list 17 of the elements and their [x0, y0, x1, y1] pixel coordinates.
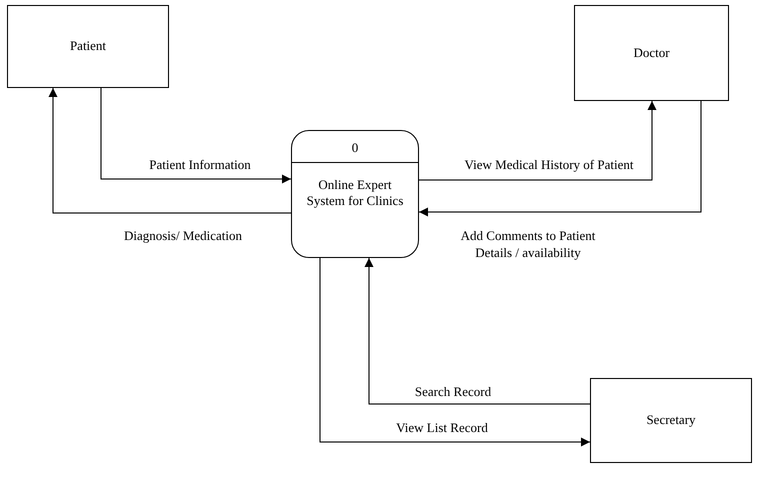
entity-name: Secretary	[646, 412, 696, 429]
arrow	[100, 88, 292, 184]
arrow	[48, 88, 292, 214]
edge-label: View Medical History of Patient	[464, 157, 634, 174]
entity-box	[590, 378, 752, 463]
arrow	[418, 100, 702, 216]
entity-box	[7, 5, 169, 88]
process-number: 0	[352, 139, 358, 156]
entity-box	[574, 5, 729, 101]
arrow	[320, 258, 590, 446]
arrow	[364, 258, 590, 404]
entity-name: Doctor	[633, 44, 670, 62]
arrow	[418, 100, 656, 180]
process-box	[291, 130, 419, 258]
entity-name: Patient	[70, 38, 106, 55]
process-name: Online Expert System for Clinics	[306, 177, 404, 210]
edge-label: Diagnosis/ Medication	[124, 228, 242, 245]
